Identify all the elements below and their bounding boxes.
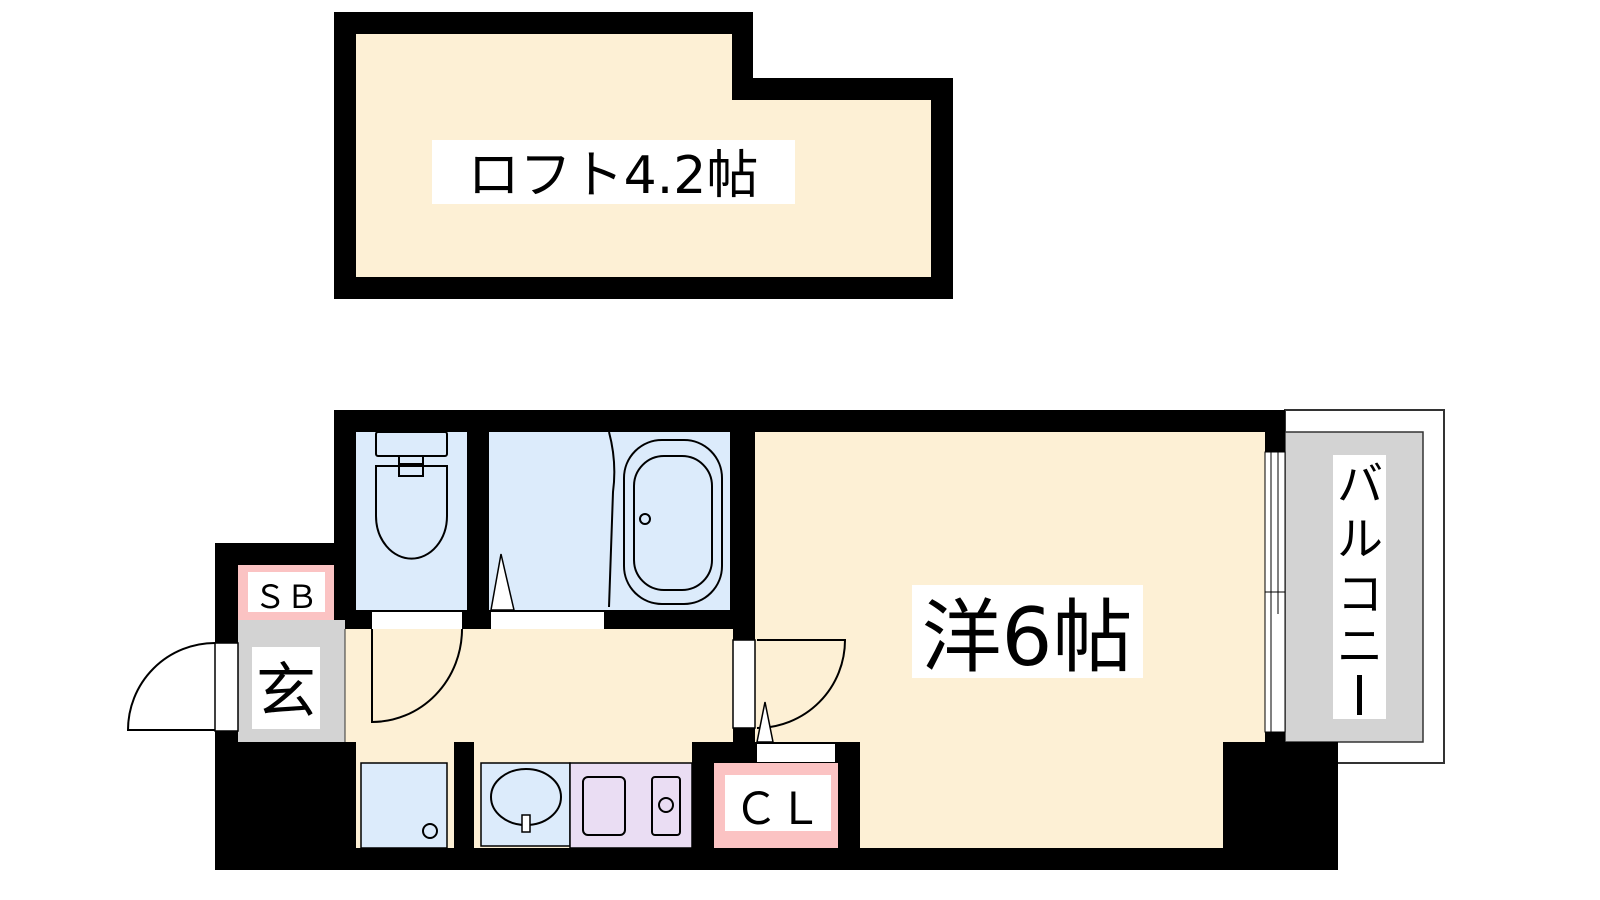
washbasin-icon [480,762,571,847]
balcony-label-1: バ [1337,457,1383,511]
closet-door-sill [757,744,835,762]
entrance: 玄 [238,620,345,742]
washing-machine-icon [360,762,448,849]
toilet-door-icon[interactable] [371,628,463,724]
balcony: バ ル コ ニ [1284,409,1445,764]
bath-door-sill [491,612,604,629]
stove-icon [569,762,693,849]
shoe-box-label: ＳＢ [254,578,318,616]
bathroom [489,431,730,611]
toilet-icon [375,431,448,560]
toilet-door-sill [372,612,462,629]
western-room: 洋6帖 [755,432,1265,848]
room-door-icon[interactable] [732,639,847,729]
toilet-room [356,431,467,610]
bathtub-icon [623,439,723,605]
closet-label: ＣＬ [734,784,822,835]
balcony-label-3: コ [1337,567,1383,621]
pillar [454,752,474,848]
window-icon [1264,451,1286,733]
closet[interactable]: ＣＬ [714,763,838,848]
shoe-box[interactable]: ＳＢ [238,565,334,620]
loft-label: ロフト4.2帖 [468,146,759,206]
entry-door-icon[interactable] [126,642,239,732]
balcony-label-dash [1357,675,1362,715]
western-room-label: 洋6帖 [922,591,1133,684]
loft-room: ロフト4.2帖 [334,12,953,299]
entrance-label: 玄 [256,657,316,727]
balcony-label-2: ル [1337,512,1383,566]
balcony-label-4: ニ [1337,619,1383,673]
